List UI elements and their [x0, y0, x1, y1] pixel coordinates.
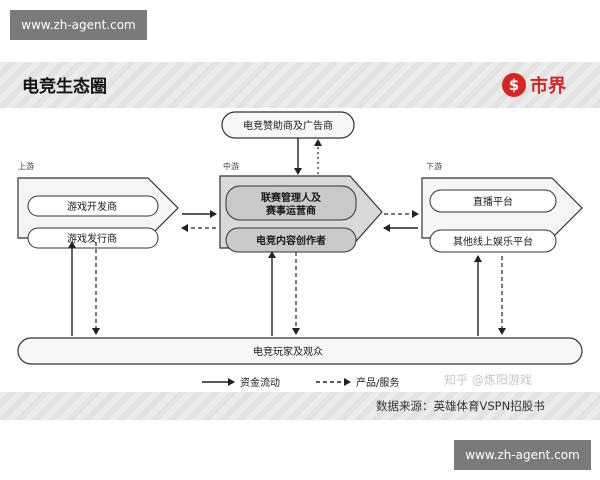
- upstream-item-box: [27, 227, 159, 249]
- upstream-item: 游戏发行商: [67, 232, 117, 245]
- audience-label: 电竞玩家及观众: [253, 345, 323, 358]
- downstream-item: 直播平台: [473, 195, 513, 208]
- ecosystem-panel: 电竞生态圈 $ 市界 电竞赞助商及广告商 上游 中游 下游 游戏开发商 游戏发行…: [0, 62, 600, 420]
- sponsor-box: [221, 111, 355, 139]
- downstream-item: 其他线上娱乐平台: [453, 235, 533, 248]
- midstream-item-box: [225, 185, 357, 221]
- logo-icon: $: [502, 73, 526, 97]
- sponsor-label: 电竞赞助商及广告商: [243, 119, 333, 132]
- stage-downstream: 下游: [426, 161, 442, 171]
- stage-upstream: 上游: [18, 161, 34, 171]
- upstream-item: 游戏开发商: [67, 200, 117, 213]
- data-source: 数据来源：英雄体育VSPN招股书: [376, 399, 545, 413]
- audience-box: [17, 337, 583, 365]
- downstream-item-box: [429, 189, 557, 213]
- title-bar: 电竞生态圈 $ 市界: [0, 62, 600, 108]
- logo-text: 市界: [530, 76, 566, 97]
- downstream-item-box: [429, 229, 557, 253]
- watermark-bottom: www.zh-agent.com: [454, 440, 591, 470]
- stage-midstream: 中游: [223, 161, 239, 171]
- page-title: 电竞生态圈: [22, 77, 107, 97]
- legend-solid-label: 资金流动: [240, 376, 280, 389]
- footer-stripe: [0, 392, 600, 420]
- zhihu-watermark: 知乎 @炼阳游戏: [444, 373, 532, 387]
- legend-dashed-label: 产品/服务: [356, 376, 399, 389]
- upstream-item-box: [27, 195, 159, 217]
- midstream-item-box: [225, 227, 357, 253]
- brand-logo: $ 市界: [502, 71, 566, 99]
- midstream-item: 联赛管理人及: [261, 191, 322, 204]
- midstream-item: 电竞内容创作者: [256, 234, 326, 247]
- midstream-item: 赛事运营商: [265, 204, 316, 217]
- watermark-top: www.zh-agent.com: [10, 10, 147, 40]
- ecosystem-diagram: 电竞赞助商及广告商 上游 中游 下游 游戏开发商 游戏发行商 联赛管理人及 赛事…: [17, 111, 583, 389]
